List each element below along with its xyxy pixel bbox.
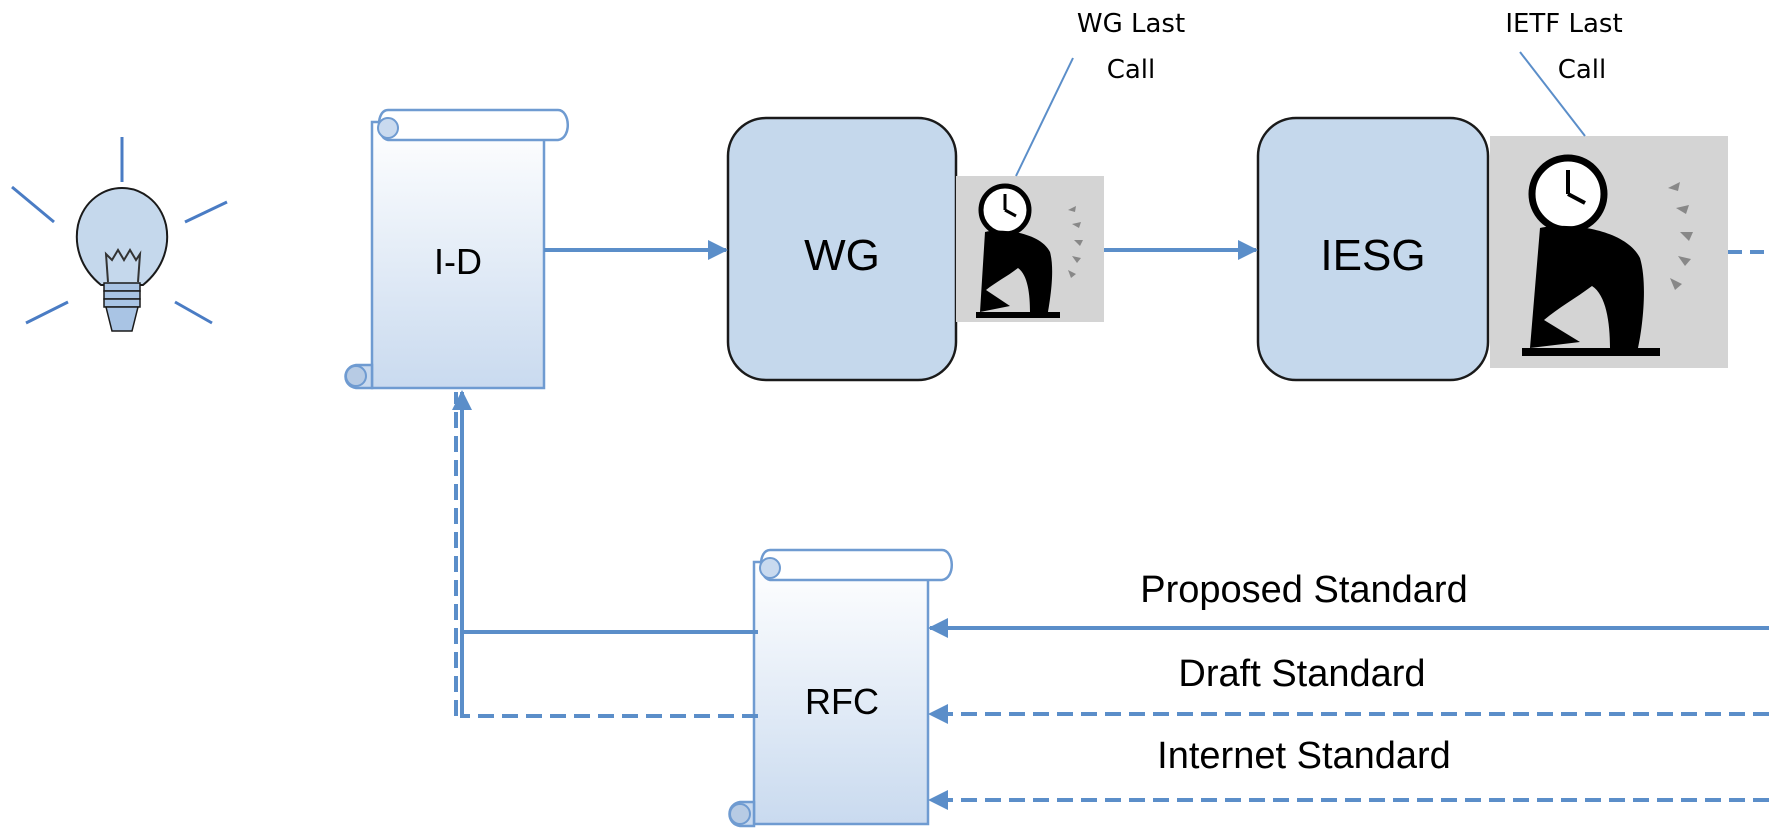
iesg-label: IESG [1320,231,1425,280]
ietf-last-call-callout-line [1519,51,1586,137]
wg-last-call-callout-line [1015,57,1074,177]
wg-last-call-callout-line1: WG Last [1077,9,1185,39]
internet-draft-label: I-D [434,241,482,282]
iesg-box: IESG [1256,116,1490,382]
proposed-standard-label: Proposed Standard [1140,569,1467,611]
internet-standard-label: Internet Standard [1157,735,1451,777]
ietf-last-call-callout-line1: IETF Last [1505,9,1622,39]
ietf-last-call-time-pressure-icon [1490,136,1728,368]
working-group-box: WG [726,116,958,382]
internet-draft-scroll: I-D [344,108,569,390]
rfc-label: RFC [805,681,879,722]
ietf-last-call-callout-line2: Call [1558,55,1607,85]
wg-last-call-time-pressure-icon [956,176,1104,322]
connectors [452,240,1769,810]
draft-standard-label: Draft Standard [1178,653,1425,695]
working-group-label: WG [804,231,880,280]
rfc-scroll: RFC [728,548,953,828]
wg-last-call-callout-line2: Call [1107,55,1156,85]
lightbulb-icon [11,137,228,332]
